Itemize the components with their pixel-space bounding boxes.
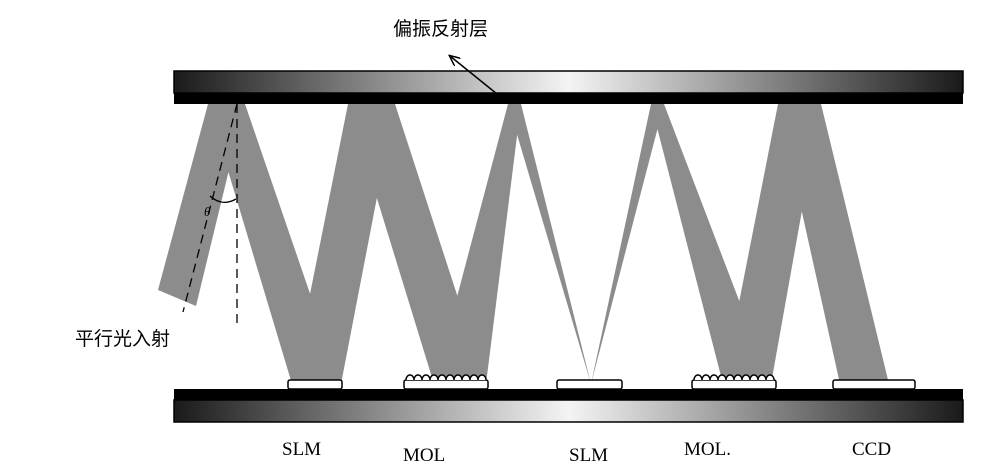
mol-element-1 bbox=[403, 374, 489, 390]
polarizing-reflective-layer-label: 偏振反射层 bbox=[393, 18, 488, 40]
beam-segment-6 bbox=[591, 104, 664, 384]
component-label-slm-2: SLM bbox=[569, 445, 608, 466]
component-label-mol-1: MOL bbox=[403, 445, 445, 466]
top-reflective-plate bbox=[173, 70, 964, 104]
beam-segment-2 bbox=[292, 104, 395, 384]
component-label-mol-2: MOL. bbox=[684, 439, 731, 460]
slm-element-1 bbox=[287, 379, 343, 390]
parallel-light-incident-label: 平行光入射 bbox=[75, 328, 170, 350]
component-label-slm-1: SLM bbox=[282, 439, 321, 460]
angle-theta-label: θ bbox=[204, 204, 211, 219]
angle-arc bbox=[209, 195, 237, 203]
ccd-element bbox=[832, 379, 916, 390]
beam-segment-5 bbox=[508, 104, 591, 384]
slm-element-2 bbox=[556, 379, 623, 390]
beam-axis-line bbox=[182, 103, 238, 313]
light-beam-path bbox=[158, 104, 889, 384]
angle-construction bbox=[182, 103, 238, 325]
beam-segment-9 bbox=[778, 104, 889, 384]
beam-segment-3 bbox=[348, 104, 486, 384]
bottom-substrate-plate bbox=[173, 389, 964, 423]
pointer-arrow bbox=[450, 56, 498, 95]
mol-element-2 bbox=[691, 374, 777, 390]
component-label-ccd: CCD bbox=[852, 439, 891, 460]
beam-segment-4 bbox=[434, 104, 521, 384]
